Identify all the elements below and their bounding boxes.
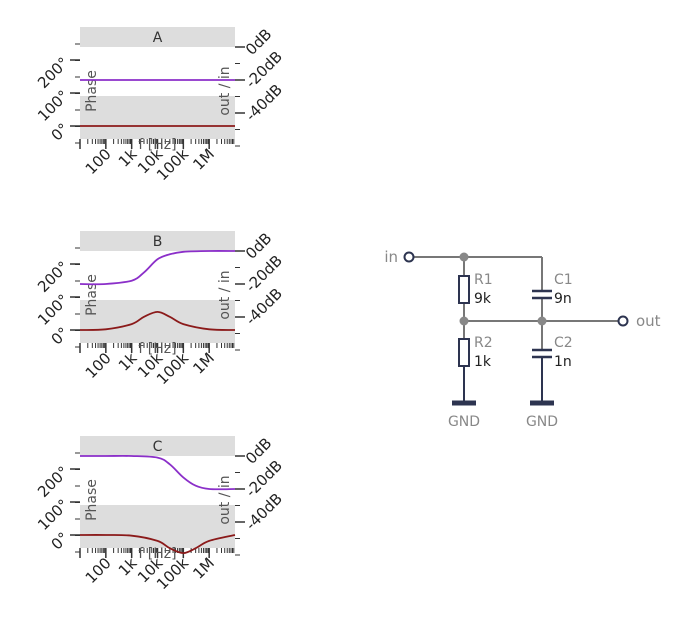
plot-title: B [153,234,163,250]
c1-value: 9n [554,291,572,307]
plot-title-band [80,436,235,456]
x-tick-label: 100 [82,349,115,382]
magnitude-axis-label: out / in [217,270,233,319]
x-tick-label: 100 [82,145,115,178]
plot-title: A [153,30,163,46]
junction-node-top [459,252,469,262]
c2-name: C2 [554,335,573,351]
output-terminal [617,315,629,327]
right-tick-label: -40dB [242,285,286,329]
plot-shaded-band [80,300,235,343]
phase-axis-label: Phase [84,274,100,316]
ground-label-2: GND [526,414,558,430]
magnitude-axis-label: out / in [217,66,233,115]
left-tick-label: 0° [48,529,73,554]
right-tick-label: -20dB [242,457,286,501]
left-tick-label: 200° [34,54,72,92]
r1-name: R1 [474,272,493,288]
c2-value: 1n [554,354,572,370]
left-tick-label: 100° [34,291,72,329]
junction-node-mid-right [537,316,547,326]
right-tick-label: -40dB [242,490,286,534]
plot-title-band [80,27,235,47]
r2-value: 1k [474,354,492,370]
left-tick-label: 0° [48,324,73,349]
resistor-r1 [458,275,470,304]
phase-curve [79,310,236,331]
x-tick-label: 1M [189,349,218,378]
ground-label-1: GND [448,414,480,430]
magnitude-curve [80,454,236,491]
phase-axis-label: Phase [84,70,100,112]
junction-node-mid-left [459,316,469,326]
r1-value: 9k [474,291,492,307]
x-tick-label: 1M [189,145,218,174]
input-terminal [403,251,415,263]
output-label: out [636,312,661,330]
frequency-axis-label: f [Hz] [138,341,176,357]
frequency-axis-label: f [Hz] [138,137,176,153]
input-label: in [384,248,398,266]
right-tick-label: -20dB [242,48,286,92]
r2-name: R2 [474,335,493,351]
left-tick-label: 100° [34,87,72,125]
magnitude-axis-label: out / in [217,475,233,524]
magnitude-curve [79,250,236,286]
plot-title: C [153,439,163,455]
right-tick-label: -20dB [242,252,286,296]
phase-axis-label: Phase [84,479,100,521]
rc-divider-circuit: in out R1 9k R2 1k C1 9n C2 1n GND GND [384,248,660,430]
c1-name: C1 [554,272,573,288]
resistor-r2 [458,338,470,367]
frequency-axis-label: f [Hz] [138,546,176,562]
right-tick-label: -40dB [242,81,286,125]
left-tick-label: 200° [34,258,72,296]
x-tick-label: 100 [82,554,115,587]
x-tick-label: 1M [189,554,218,583]
left-tick-label: 200° [34,463,72,501]
plot-title-band [80,231,235,251]
left-tick-label: 100° [34,496,72,534]
left-tick-label: 0° [48,120,73,145]
phase-curve [79,534,236,555]
plot-shaded-band [80,96,235,139]
